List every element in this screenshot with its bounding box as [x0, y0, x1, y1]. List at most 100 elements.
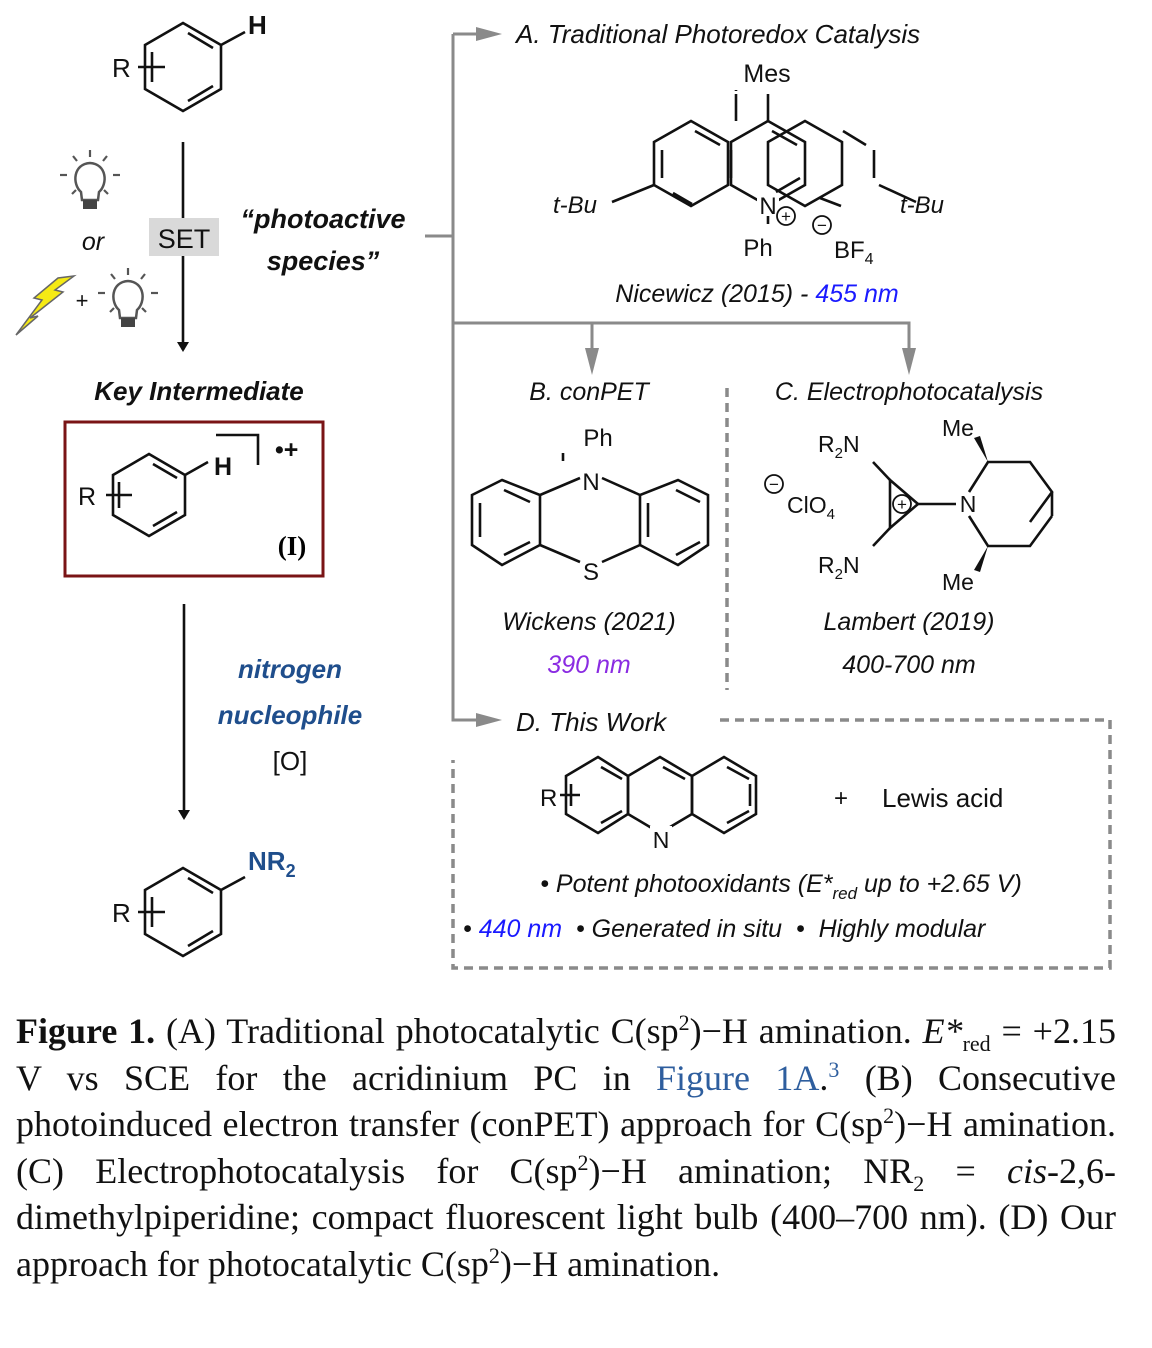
- mes-label: Mes: [743, 60, 790, 88]
- panel-c-wavelength: 400-700 nm: [842, 651, 975, 679]
- acridine-n-label: N: [653, 827, 670, 853]
- product-arene: [138, 866, 246, 958]
- panel-a-title: A. Traditional Photoredox Catalysis: [514, 19, 920, 49]
- reagent-nucleophile: nucleophile: [218, 700, 362, 730]
- key-intermediate-heading: Key Intermediate: [94, 376, 304, 406]
- acridine-r-label: R: [540, 785, 557, 812]
- intermediate-r-label: R: [78, 483, 96, 511]
- branch-arrowheads: [476, 27, 916, 727]
- caption-sup: 2: [678, 1010, 690, 1035]
- panel-b-wavelength: 390 nm: [547, 651, 630, 679]
- clo4-label: ClO4: [787, 492, 835, 523]
- reagent-oxidant: [O]: [273, 746, 308, 776]
- wedge-bond-top: [974, 436, 988, 462]
- panel-c-citation: Lambert (2019): [824, 608, 995, 636]
- positive-charge-icon: [892, 494, 912, 514]
- tbu-left-label: t-Bu: [553, 192, 597, 219]
- reagent-nitrogen: nitrogen: [238, 654, 342, 684]
- reference-link[interactable]: 3: [828, 1056, 840, 1082]
- light-bulb-icon: [98, 268, 158, 327]
- lightning-bolt-icon: [15, 274, 77, 336]
- plus-label: +: [76, 288, 89, 313]
- caption-text: =: [924, 1150, 1008, 1191]
- panel-b-title: B. conPET: [529, 378, 650, 406]
- acridine-structure: [560, 755, 758, 835]
- negative-charge-icon: [812, 215, 832, 235]
- or-label: or: [82, 228, 106, 256]
- arrowhead-to-d: [476, 713, 502, 727]
- caption-sub: red: [962, 1031, 991, 1057]
- positive-charge-sign: +: [781, 207, 791, 226]
- r2n-top-label: R2N: [818, 431, 860, 462]
- photoactive-species-line2: species”: [267, 246, 380, 276]
- panel-d-dashed-box: [451, 718, 1112, 970]
- substrate-r-label: R: [112, 53, 131, 83]
- set-label: SET: [158, 224, 211, 254]
- panel-a-citation: Nicewicz (2015) - 455 nm: [615, 280, 898, 308]
- plus-lewis-acid: +: [834, 785, 848, 812]
- caption-sup: 2: [883, 1103, 895, 1128]
- n-phenyl-label: Ph: [743, 235, 772, 262]
- positive-charge-icon: [776, 206, 796, 226]
- caption-text: = +2.15 V vs SCE for the acridinium PC i…: [16, 1011, 1116, 1098]
- branch-connectors: [425, 32, 911, 722]
- panel-d-wavelength: 440 nm: [479, 915, 562, 943]
- caption-lead: Figure 1.: [16, 1011, 156, 1051]
- figure-caption: Figure 1. (A) Traditional photocatalytic…: [16, 1008, 1116, 1287]
- piperidine-n-label: N: [960, 491, 977, 517]
- panel-d-title: D. This Work: [516, 707, 668, 737]
- set-label-bg: [149, 218, 219, 256]
- arrowhead-to-c: [902, 348, 916, 375]
- substrate-arene: [138, 21, 246, 113]
- photoactive-species-line1: “photoactive: [240, 204, 405, 234]
- phenothiazine-n-label: N: [582, 469, 599, 496]
- cyclopropenium-structure: [872, 460, 1054, 548]
- phenothiazine-ph-label: Ph: [583, 425, 612, 452]
- cyclopropenium-plus-sign: +: [897, 495, 907, 514]
- caption-text: )−H amination.: [689, 1011, 923, 1051]
- substrate-h-label: H: [248, 10, 267, 40]
- intermediate-h-label: H: [214, 453, 232, 481]
- phenothiazine-structure: [470, 453, 710, 567]
- negative-charge-sign: −: [817, 216, 827, 235]
- reaction-scheme: R H SET or + “p: [15, 10, 1112, 970]
- acridinium-bonds: [611, 94, 917, 224]
- caption-sup: 2: [488, 1242, 500, 1268]
- intermediate-arene: [106, 433, 260, 538]
- acridinium-n-label: N: [759, 193, 776, 220]
- lewis-acid-label: Lewis acid: [882, 783, 1003, 813]
- me-bottom-label: Me: [942, 569, 974, 595]
- me-top-label: Me: [942, 415, 974, 441]
- feature-photooxidants: • Potent photooxidants (E*red up to +2.6…: [540, 870, 1022, 903]
- radical-cation-charge: •+: [275, 436, 298, 464]
- caption-text: -2,6-dimethylpiperidine; compact fluores…: [16, 1150, 1116, 1284]
- arrowhead-to-a: [476, 27, 502, 41]
- caption-text: )−H amination. (C) Electrophotocatalysis…: [16, 1104, 1116, 1191]
- acridinium-structure: [652, 90, 844, 208]
- caption-text: .: [819, 1057, 829, 1098]
- r2n-bottom-label: R2N: [818, 552, 860, 583]
- light-bulb-icon: [60, 150, 120, 209]
- product-nr2-label: NR2: [248, 846, 296, 881]
- bf4-label: BF4: [834, 237, 874, 268]
- feature-list: • 440 nm • Generated in situ • Highly mo…: [463, 915, 987, 943]
- caption-e-star: E*: [922, 1011, 963, 1051]
- key-intermediate-box: [63, 420, 325, 578]
- acridine-n-bg: [650, 826, 672, 852]
- tbu-right-label: t-Bu: [900, 192, 944, 219]
- caption-text: (A) Traditional photocatalytic C(sp: [155, 1011, 679, 1051]
- product-r-label: R: [112, 898, 131, 928]
- caption-text: )−H amination.: [499, 1243, 721, 1284]
- caption-text: )−H amination; NR: [588, 1150, 914, 1191]
- caption-sub: 2: [913, 1170, 925, 1196]
- n-label-bg: [757, 196, 779, 216]
- intermediate-label: (I): [278, 531, 307, 561]
- panel-a-wavelength: 455 nm: [815, 280, 898, 308]
- caption-cis: cis: [1007, 1150, 1048, 1191]
- phenothiazine-s-label: S: [583, 559, 599, 586]
- panel-c-title: C. Electrophotocatalysis: [775, 378, 1043, 406]
- panel-b-citation: Wickens (2021): [502, 608, 675, 636]
- figure-link[interactable]: Figure 1A: [656, 1057, 820, 1098]
- caption-text: (B) Consecutive photoinduced electron tr…: [16, 1057, 1116, 1145]
- arrowhead-to-b: [585, 348, 599, 375]
